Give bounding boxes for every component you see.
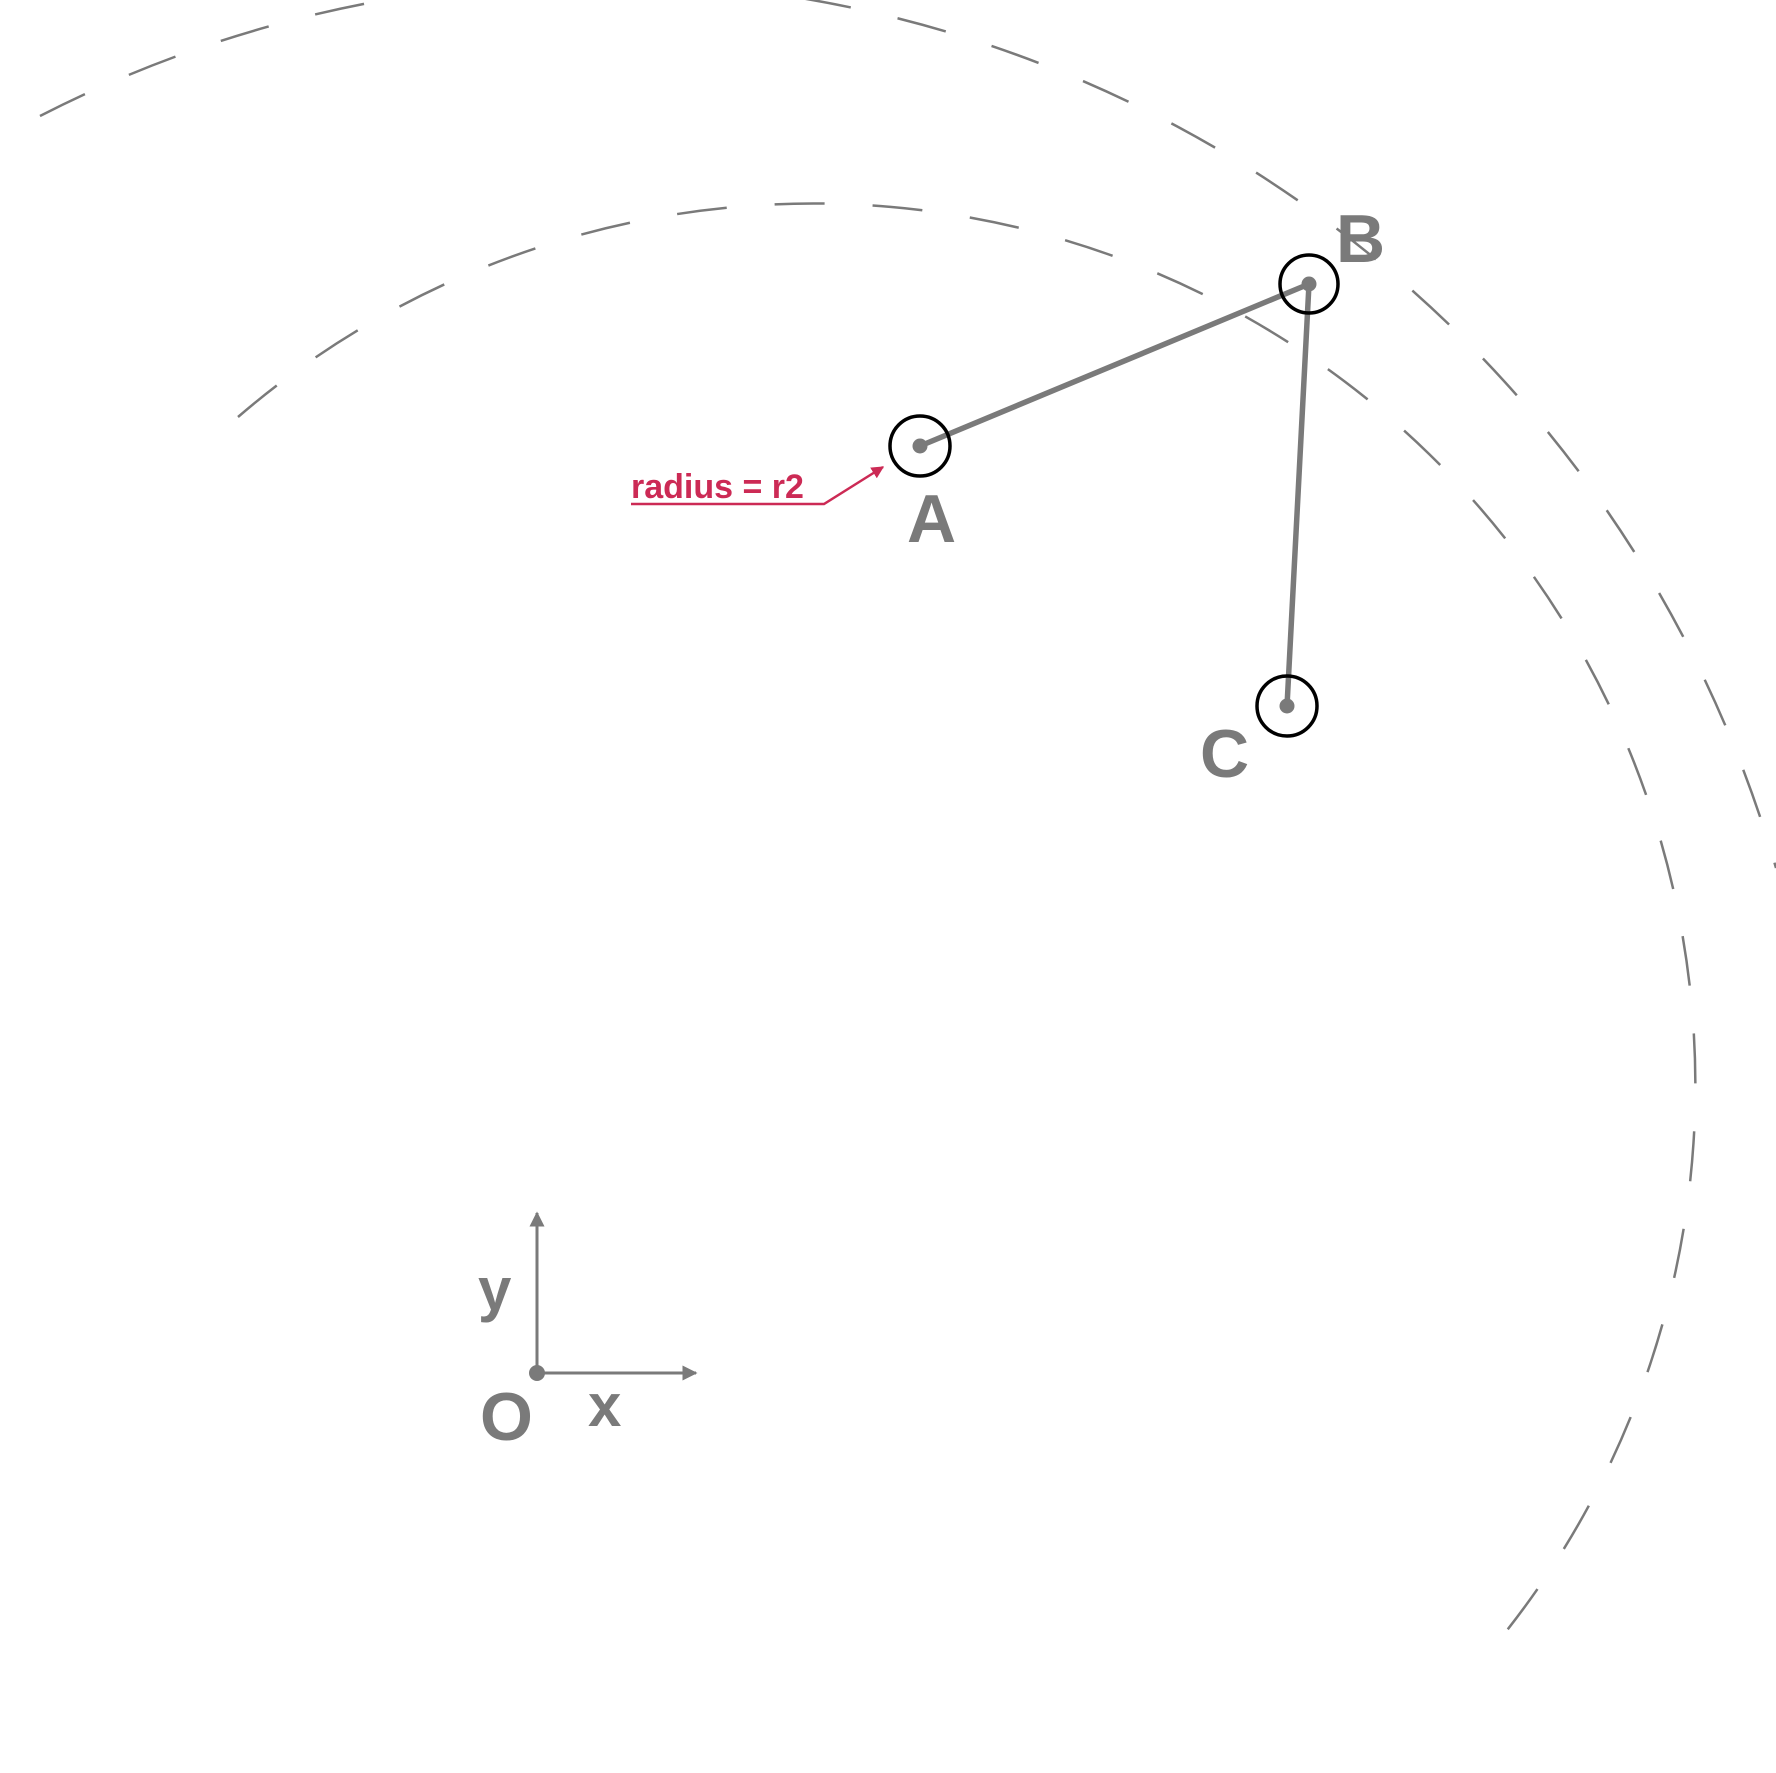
x-axis-label: x	[588, 1372, 621, 1439]
joint-b-ring	[1278, 253, 1340, 315]
coordinate-frame: O x y	[478, 1211, 698, 1455]
annotation-text: radius = r2	[631, 468, 804, 506]
origin-label: O	[480, 1379, 533, 1455]
annotation-leader	[631, 465, 885, 506]
joint-a-ring	[888, 414, 952, 478]
inner-radius-arc	[237, 202, 1697, 1645]
outer-radius-arc	[39, 0, 1776, 869]
link-ab	[917, 281, 1312, 449]
point-label-c: C	[1200, 716, 1249, 792]
joint-c-center	[1279, 698, 1295, 714]
joint-a-center	[912, 438, 928, 454]
point-label-b: B	[1336, 201, 1385, 277]
joint-c-ring	[1255, 674, 1319, 738]
y-axis-label: y	[478, 1256, 512, 1323]
point-label-a: A	[907, 481, 956, 557]
radius-annotation: radius = r2	[631, 465, 885, 506]
joint-c[interactable]	[1255, 674, 1319, 738]
origin-point	[529, 1365, 545, 1381]
joint-a[interactable]	[888, 414, 952, 478]
joint-b[interactable]	[1278, 253, 1340, 315]
joint-b-center	[1301, 276, 1317, 292]
link-bc	[1284, 281, 1312, 709]
